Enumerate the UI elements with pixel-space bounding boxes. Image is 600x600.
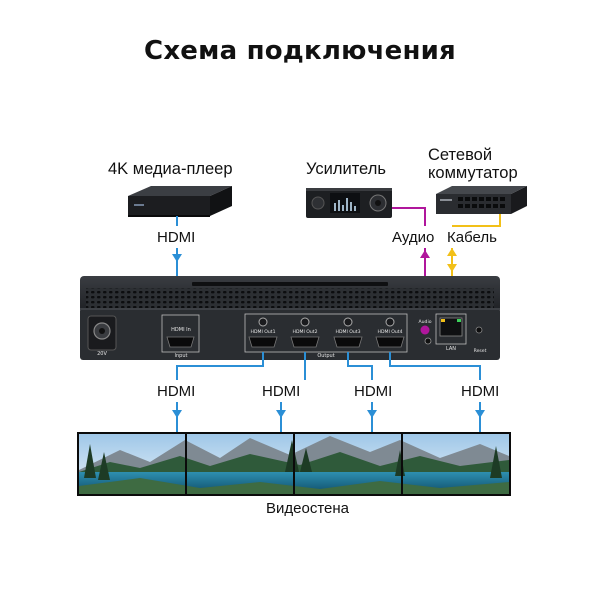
audio-arrow bbox=[420, 250, 430, 258]
media-player-label: 4K медиа-плеер bbox=[108, 160, 233, 178]
video-wall-label: Видеостена bbox=[266, 500, 349, 517]
video-wall bbox=[77, 432, 511, 496]
panel-bezel-3 bbox=[401, 433, 403, 495]
hdmi-out1-port bbox=[248, 336, 278, 348]
hdmi-out2-port bbox=[290, 336, 320, 348]
output-cables bbox=[176, 352, 481, 434]
hdmi-out4-port bbox=[375, 336, 405, 348]
output-hdmi-label-3: HDMI bbox=[354, 383, 393, 400]
panel-bezel-2 bbox=[293, 433, 295, 495]
media-player-icon bbox=[128, 186, 232, 217]
audio-cable-label: Аудио bbox=[392, 229, 435, 246]
output-hdmi-label-2: HDMI bbox=[262, 383, 301, 400]
hdmi-out3-label: HDMI Out3 bbox=[335, 329, 360, 335]
audio-cable-top bbox=[392, 207, 426, 226]
input-hdmi-arrow bbox=[172, 254, 182, 262]
switch-label-line2: коммутатор bbox=[428, 164, 518, 182]
lan-group-frame bbox=[435, 313, 467, 345]
lan-arrow-down bbox=[447, 264, 457, 272]
output-group-label: Output bbox=[317, 353, 334, 359]
input-hdmi-label: HDMI bbox=[157, 229, 196, 246]
lan-port-label: LAN bbox=[446, 346, 456, 352]
lan-arrow-up bbox=[447, 248, 457, 256]
hdmi-in-label: HDMI In bbox=[171, 327, 191, 333]
reset-label: Reset bbox=[474, 348, 487, 354]
output-group-frame bbox=[244, 313, 408, 353]
audio-jack-indicator bbox=[420, 325, 430, 335]
output-arrows bbox=[172, 410, 485, 418]
reset-button bbox=[475, 326, 483, 334]
input-group-label: Input bbox=[175, 353, 188, 359]
amplifier-icon bbox=[306, 188, 392, 218]
page-title: Схема подключения bbox=[144, 36, 456, 66]
amplifier-label: Усилитель bbox=[306, 160, 386, 178]
hdmi-out4-label: HDMI Out4 bbox=[377, 329, 402, 335]
lan-cable-top bbox=[452, 214, 501, 227]
output-hdmi-label-4: HDMI bbox=[461, 383, 500, 400]
hdmi-out2-label: HDMI Out2 bbox=[292, 329, 317, 335]
lan-port bbox=[439, 317, 463, 337]
hdmi-out1-label: HDMI Out1 bbox=[250, 329, 275, 335]
network-switch-icon bbox=[436, 186, 527, 214]
switch-label-line1: Сетевой bbox=[428, 146, 493, 164]
matrix-device bbox=[80, 276, 500, 360]
output-hdmi-label-1: HDMI bbox=[157, 383, 196, 400]
power-label: 20V bbox=[97, 351, 107, 357]
input-group-frame bbox=[161, 314, 200, 353]
audio-jack bbox=[424, 337, 432, 345]
audio-port-label: Audio bbox=[418, 319, 431, 325]
panel-bezel-1 bbox=[185, 433, 187, 495]
hdmi-in-port bbox=[166, 336, 195, 348]
hdmi-out3-port bbox=[333, 336, 363, 348]
lan-cable-label: Кабель bbox=[447, 229, 497, 246]
